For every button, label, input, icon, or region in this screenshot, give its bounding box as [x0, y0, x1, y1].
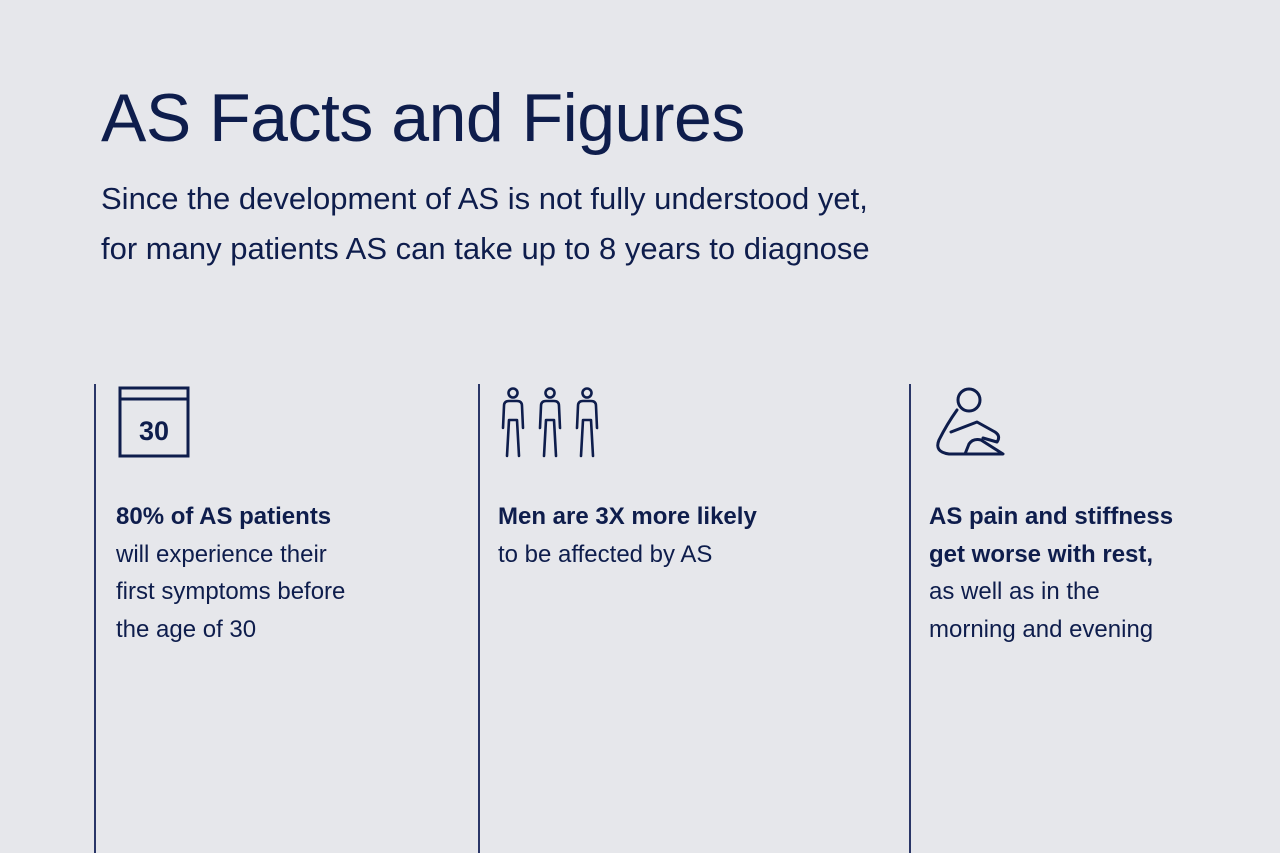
- fact-detail: the age of 30: [116, 615, 257, 643]
- calendar-day-text: 30: [139, 416, 169, 446]
- column-divider: [94, 384, 96, 853]
- fact-highlight: Men are 3X more likely: [498, 503, 757, 530]
- people-icon: [501, 387, 599, 458]
- person-icon: [538, 387, 562, 458]
- fact-detail: to be affected by AS: [498, 540, 713, 568]
- fact-card-symptoms: 30 80% of AS patients will experience th…: [116, 386, 456, 648]
- column-divider: [909, 384, 911, 853]
- person-icon: [575, 387, 599, 458]
- page-subtitle: Since the development of AS is not fully…: [101, 174, 1101, 274]
- fact-detail: morning and evening: [929, 615, 1154, 643]
- fact-highlight: 80% of AS patients: [116, 503, 332, 530]
- person-icon: [501, 387, 525, 458]
- header: AS Facts and Figures Since the developme…: [101, 80, 1101, 274]
- fact-highlight: AS pain and stiffness: [929, 503, 1174, 530]
- fact-card-pain: AS pain and stiffness get worse with res…: [929, 386, 1269, 648]
- subtitle-line: Since the development of AS is not fully…: [101, 181, 868, 216]
- sitting-person-icon: [936, 387, 1005, 456]
- fact-text: AS pain and stiffness get worse with res…: [929, 498, 1269, 648]
- fact-text: 80% of AS patients will experience their…: [116, 498, 456, 648]
- page-title: AS Facts and Figures: [101, 80, 745, 156]
- fact-detail: as well as in the: [929, 578, 1100, 605]
- fact-detail: first symptoms before: [116, 578, 346, 605]
- column-divider: [478, 384, 480, 853]
- calendar-icon: 30: [118, 386, 190, 458]
- subtitle-line: for many patients AS can take up to 8 ye…: [101, 231, 870, 266]
- fact-text: Men are 3X more likely to be affected by…: [498, 498, 888, 573]
- fact-card-men: Men are 3X more likely to be affected by…: [498, 386, 888, 573]
- fact-highlight: get worse with rest,: [929, 540, 1154, 568]
- fact-detail: will experience their: [116, 540, 327, 568]
